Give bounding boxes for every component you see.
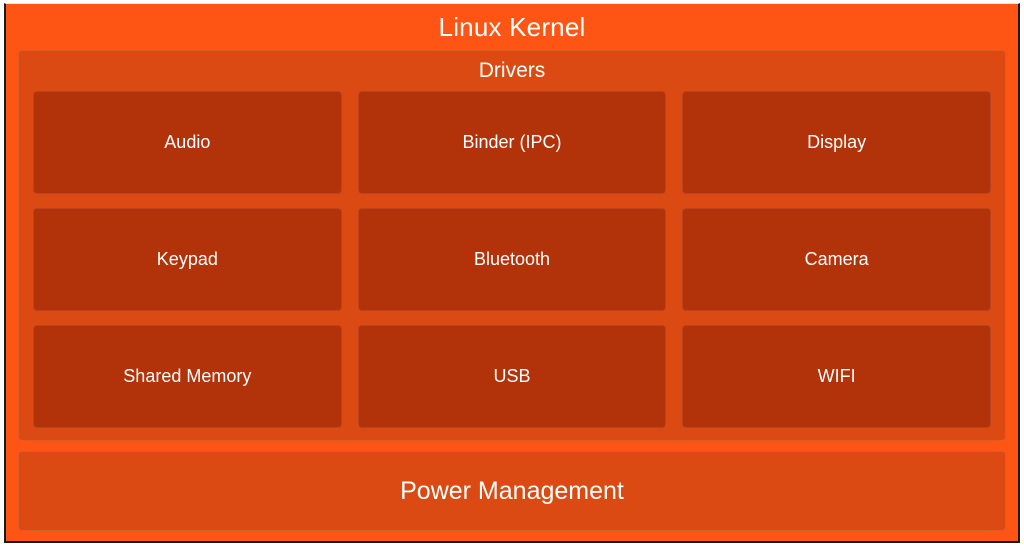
driver-label: Bluetooth (473, 249, 551, 269)
driver-label: Shared Memory (123, 366, 252, 386)
linux-kernel-frame: Linux Kernel Drivers Audio Binder (IPC) … (4, 3, 1020, 543)
drivers-grid: Audio Binder (IPC) Display Keypad Blueto… (33, 91, 991, 428)
driver-label: Camera (804, 249, 869, 269)
driver-box-audio[interactable]: Audio (33, 91, 342, 194)
driver-label: Binder (IPC) (462, 132, 562, 152)
driver-label: WIFI (817, 366, 856, 386)
driver-box-bluetooth[interactable]: Bluetooth (357, 208, 667, 311)
driver-box-wifi[interactable]: WIFI (682, 325, 991, 428)
driver-box-usb[interactable]: USB (357, 325, 667, 428)
drivers-section: Drivers Audio Binder (IPC) Display Keypa… (18, 50, 1006, 441)
kernel-title: Linux Kernel (438, 12, 586, 42)
drivers-section-title: Drivers (478, 59, 546, 82)
driver-box-camera[interactable]: Camera (682, 208, 991, 311)
driver-label: Audio (164, 132, 211, 152)
driver-label: Keypad (156, 249, 218, 269)
driver-box-display[interactable]: Display (682, 91, 991, 194)
driver-label: USB (493, 366, 531, 386)
driver-label: Display (807, 132, 867, 152)
driver-box-shared-memory[interactable]: Shared Memory (33, 325, 342, 428)
power-management-section[interactable]: Power Management (18, 451, 1006, 531)
driver-box-keypad[interactable]: Keypad (33, 208, 342, 311)
power-management-label: Power Management (400, 476, 624, 505)
driver-box-binder-ipc[interactable]: Binder (IPC) (357, 91, 667, 194)
